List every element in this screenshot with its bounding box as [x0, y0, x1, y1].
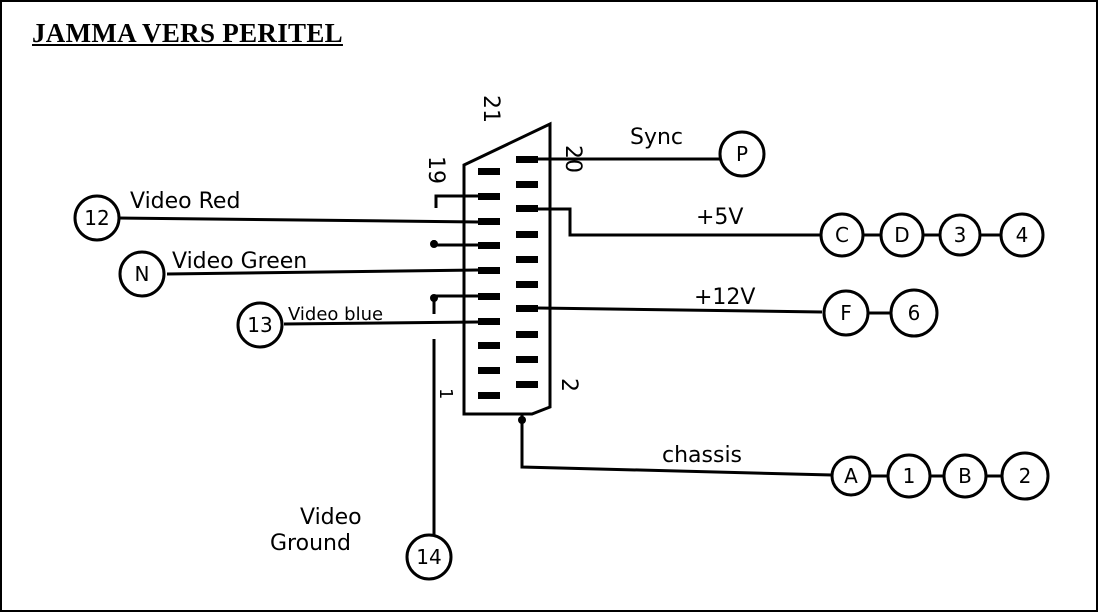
jamma-pin-5v-c-label: C	[835, 223, 849, 247]
jamma-pin-12v-f-label: F	[840, 301, 852, 325]
jamma-pin-12v-f: F	[822, 289, 870, 337]
label-video-green: Video Green	[172, 249, 307, 274]
jamma-pin-green-label: N	[135, 262, 150, 286]
jamma-pin-chassis-1: 1	[886, 453, 932, 499]
jamma-pin-5v-4-label: 4	[1016, 223, 1029, 247]
jamma-pin-chassis-a-label: A	[844, 464, 858, 488]
pin-label-21: 21	[478, 95, 503, 123]
jamma-pin-5v-d: D	[879, 212, 925, 258]
jamma-pin-chassis-2-label: 2	[1019, 464, 1032, 488]
junction-dot-chassis	[518, 416, 526, 424]
label-chassis: chassis	[662, 443, 742, 468]
label-plus12v: +12V	[694, 285, 755, 310]
scart-connector-body	[462, 121, 552, 416]
jamma-pin-chassis-b: B	[942, 453, 988, 499]
jamma-pin-red-label: 12	[84, 206, 109, 230]
wire-plus12v	[537, 306, 823, 314]
wire-plus5v	[538, 207, 820, 237]
wire-ground-stub-2	[432, 294, 478, 314]
jamma-pin-chassis-2: 2	[1000, 451, 1050, 501]
pin-label-1: 1	[435, 388, 456, 399]
pin-label-2: 2	[556, 378, 581, 392]
junction-dot-1	[430, 240, 438, 248]
jamma-pin-12v-6: 6	[889, 288, 939, 338]
jamma-pin-chassis-1-label: 1	[903, 464, 916, 488]
jamma-pin-red: 12	[73, 194, 121, 242]
jamma-pin-blue-label: 13	[247, 313, 272, 337]
jamma-pin-chassis-a: A	[830, 455, 872, 497]
label-sync: Sync	[630, 125, 683, 150]
jamma-pin-ground-label: 14	[416, 545, 441, 569]
junction-dot-2	[430, 294, 438, 302]
jamma-pin-5v-3: 3	[938, 213, 982, 257]
jamma-pin-blue: 13	[236, 301, 284, 349]
label-video-red: Video Red	[130, 189, 240, 214]
jamma-pin-5v-c: C	[819, 212, 865, 258]
jamma-pin-5v-4: 4	[999, 212, 1045, 258]
jamma-pin-ground: 14	[405, 533, 453, 581]
wire-video-green	[166, 268, 479, 276]
wire-ground-stub-1	[432, 240, 478, 247]
label-video-ground-2: Ground	[270, 531, 351, 556]
jamma-pin-green: N	[118, 250, 166, 298]
label-plus5v: +5V	[696, 205, 743, 230]
scart-right-pins	[516, 156, 538, 388]
jamma-pin-sync-label: P	[736, 142, 748, 166]
jamma-pin-5v-d-label: D	[894, 223, 909, 247]
label-video-ground-1: Video	[300, 505, 362, 530]
diagram-title: JAMMA VERS PERITEL	[32, 18, 343, 48]
jamma-pin-12v-6-label: 6	[908, 301, 921, 325]
wire-video-red	[117, 216, 479, 224]
pin-label-19: 19	[423, 156, 448, 184]
wire-video-blue	[283, 320, 479, 326]
scart-left-pins	[478, 168, 500, 399]
wire-pin19-stub	[434, 194, 478, 208]
jamma-pin-5v-3-label: 3	[954, 223, 967, 247]
wire-chassis	[520, 414, 833, 477]
jamma-pin-sync: P	[718, 130, 766, 178]
jamma-pin-chassis-b-label: B	[958, 464, 972, 488]
label-video-blue: Video blue	[288, 304, 383, 325]
